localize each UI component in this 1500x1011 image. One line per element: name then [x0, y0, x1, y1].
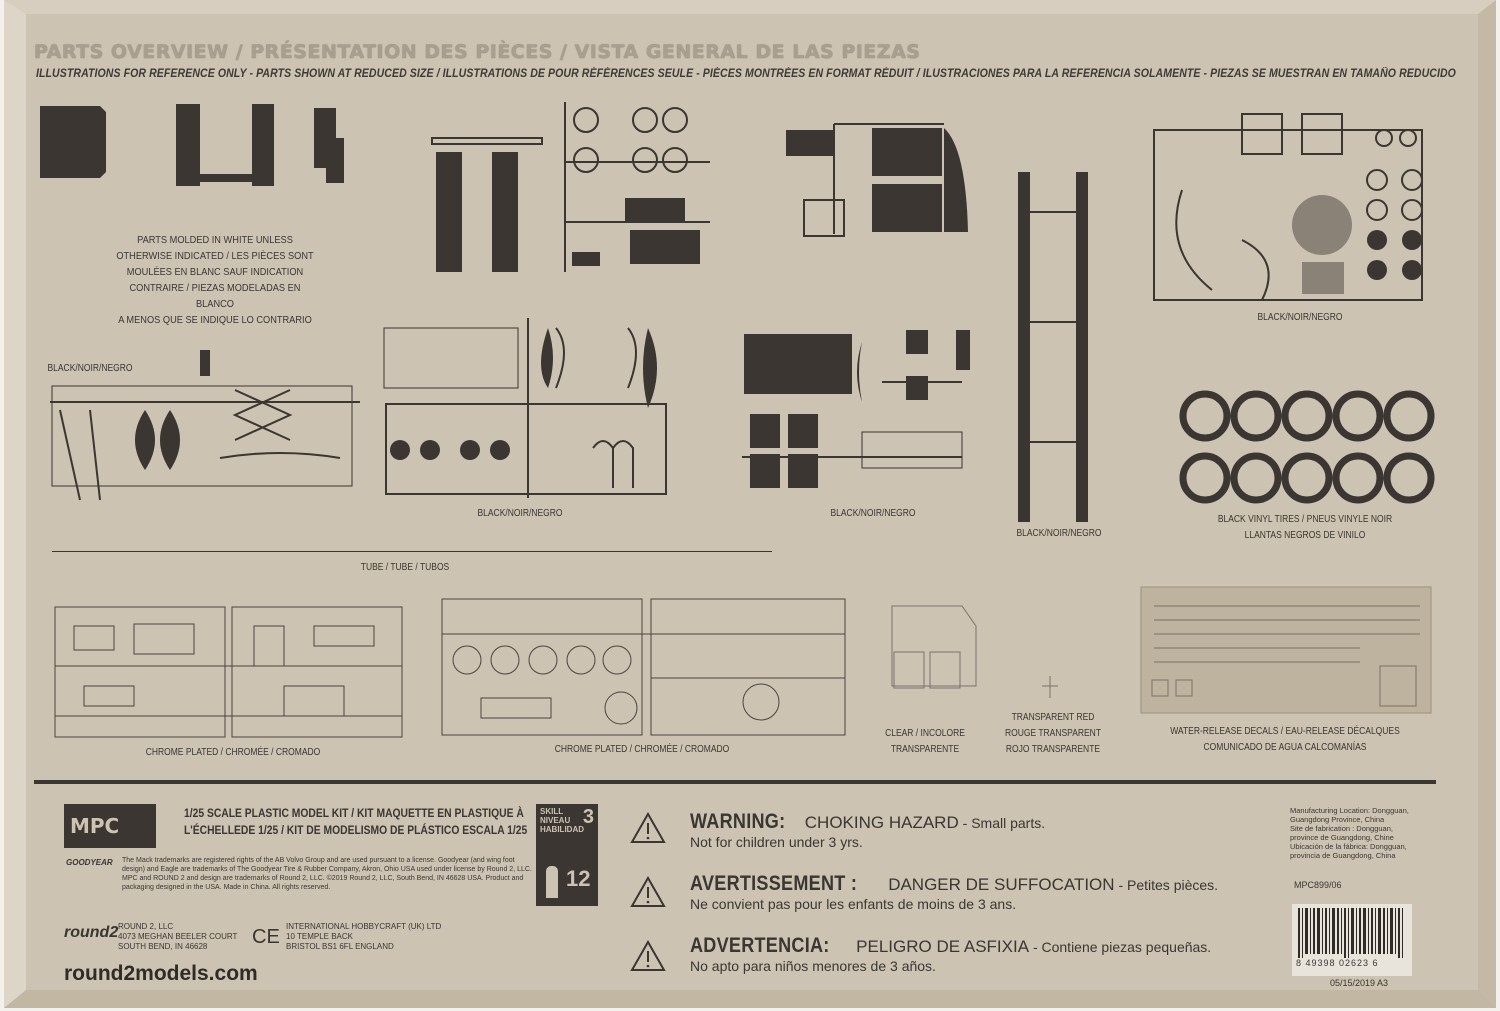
label-black-left: BLACK/NOIR/NEGRO — [47, 363, 133, 374]
round2-logo: round2 — [64, 924, 119, 941]
note-line-5: A MENOS QUE SE INDIQUE LO CONTRARIO — [118, 314, 312, 326]
warning-en-title: WARNING: — [690, 810, 786, 833]
label-black-centerright: BLACK/NOIR/NEGRO — [830, 508, 916, 519]
label-red-2: ROUGE TRANSPARENT — [1004, 728, 1102, 739]
age-number: 12 — [566, 866, 591, 891]
axle-sprue — [383, 318, 667, 498]
warning-triangle-en-icon — [630, 811, 666, 843]
label-clear-1: CLEAR / INCOLORE — [885, 728, 965, 739]
website[interactable]: round2models.com — [64, 962, 258, 985]
addr1-line1: ROUND 2, LLC — [118, 922, 174, 931]
mfg-line4: province de Guangdong, Chine — [1290, 833, 1394, 842]
mfg-line3: Site de fabrication : Dongguan, — [1290, 824, 1393, 833]
cab-interior-sprue — [1153, 113, 1423, 301]
product-code: MPC899/06 — [1294, 880, 1342, 890]
manufacturing-location: Manufacturing Location: Dongguan, Guangd… — [1290, 806, 1409, 860]
ce-mark: CE — [252, 926, 280, 948]
tube-divider — [52, 551, 772, 552]
bottom-divider — [34, 780, 1436, 784]
warning-en-sub: Not for children under 3 yrs. — [690, 834, 863, 850]
skill-level-badge: SKILL NIVEAU HABILIDAD 3 12 — [536, 804, 598, 906]
parts-overview-title: PARTS OVERVIEW / PRÉSENTATION DES PIÈCES… — [34, 41, 921, 63]
label-decals-2: COMUNICADO DE AGUA CALCOMANÍAS — [1203, 742, 1367, 753]
chrome-sprue-2 — [441, 598, 846, 736]
label-chrome-2: CHROME PLATED / CHROMÉE / CROMADO — [554, 744, 730, 755]
suspension-sprue — [50, 350, 360, 501]
cab-panel-parts — [40, 104, 344, 186]
barcode-bars — [1298, 908, 1403, 958]
mpc-logo-text: MPC — [70, 814, 120, 838]
addr2-line3: BRISTOL BS1 6FL ENGLAND — [286, 942, 394, 951]
skill-level-number: 3 — [582, 806, 594, 828]
mfg-line1: Manufacturing Location: Dongguan, — [1290, 806, 1409, 815]
addr1-line3: SOUTH BEND, IN 46628 — [118, 942, 208, 951]
mfg-line2: Guangdong Province, China — [1290, 815, 1385, 824]
label-red-3: ROJO TRANSPARENTE — [1005, 744, 1101, 755]
warning-fr-sub: Ne convient pas pour les enfants de moin… — [690, 896, 1017, 912]
vinyl-tires — [1179, 390, 1435, 504]
warning-es: ADVERTENCIA: PELIGRO DE ASFIXIA - Contie… — [690, 934, 1211, 974]
warning-en-small: - Small parts. — [958, 815, 1046, 831]
warning-triangle-es-icon — [630, 939, 666, 971]
addr2-line2: 10 TEMPLE BACK — [286, 932, 353, 941]
mfg-line5: Ubicación de la fábrica: Dongguan, — [1290, 842, 1407, 851]
frame-sprue-black — [431, 102, 710, 272]
label-tires-2: LLANTAS NEGROS DE VINILO — [1244, 530, 1366, 541]
scale-line-2: L'ÉCHELLEDE 1/25 / KIT DE MODELISMO DE P… — [184, 823, 528, 837]
label-tires-1: BLACK VINYL TIRES / PNEUS VINYLE NOIR — [1217, 514, 1393, 525]
barcode-number: 8 49398 02623 6 — [1296, 958, 1379, 968]
note-line-2: OTHERWISE INDICATED / LES PIÈCES SONT — [116, 250, 314, 262]
warning-triangle-fr-icon — [630, 875, 666, 907]
warning-es-hazard: PELIGRO DE ASFIXIA — [856, 937, 1030, 956]
warning-fr-small: - Petites pièces. — [1114, 877, 1219, 893]
note-line-3: MOULÉES EN BLANC SAUF INDICATION — [126, 266, 304, 278]
mpc-logo: MPC — [64, 804, 156, 848]
legal-text: The Mack trademarks are registered right… — [122, 857, 532, 891]
label-decals-1: WATER-RELEASE DECALS / EAU-RELEASE DÉCAL… — [1170, 726, 1400, 737]
mfg-line6: provincia de Guangdong, China — [1290, 851, 1396, 860]
warning-es-small: - Contiene piezas pequeñas. — [1029, 939, 1212, 955]
red-parts — [1042, 676, 1058, 698]
warning-fr-hazard: DANGER DE SUFFOCATION — [888, 875, 1115, 894]
label-tube: TUBE / TUBE / TUBOS — [360, 562, 450, 573]
uk-address: INTERNATIONAL HOBBYCRAFT (UK) LTD 10 TEM… — [286, 922, 441, 952]
note-line-4: CONTRAIRE / PIEZAS MODELADAS EN BLANCO — [129, 282, 301, 310]
warning-fr-title: AVERTISSEMENT : — [690, 872, 858, 895]
chassis-panel-sprue — [742, 330, 970, 488]
reference-subtitle: ILLUSTRATIONS FOR REFERENCE ONLY - PARTS… — [36, 68, 1456, 80]
age-icon — [546, 866, 558, 898]
warning-es-sub: No apto para niños menores de 3 años. — [690, 958, 936, 974]
warning-en-hazard: CHOKING HAZARD — [804, 813, 959, 832]
chrome-sprue-1 — [54, 606, 403, 738]
label-red-1: TRANSPARENT RED — [1011, 712, 1095, 723]
barcode: 8 49398 02623 6 — [1292, 904, 1412, 976]
label-chrome-1: CHROME PLATED / CHROMÉE / CROMADO — [145, 747, 321, 758]
scale-line-1: 1/25 SCALE PLASTIC MODEL KIT / KIT MAQUE… — [184, 806, 524, 820]
warning-es-title: ADVERTENCIA: — [690, 934, 830, 957]
frame-rails — [1018, 172, 1088, 522]
label-clear-2: TRANSPARENTE — [890, 744, 960, 755]
addr1-line2: 4073 MEGHAN BEELER COURT — [118, 932, 238, 941]
round2-address: ROUND 2, LLC 4073 MEGHAN BEELER COURT SO… — [118, 922, 237, 952]
warning-en: WARNING: CHOKING HAZARD - Small parts. N… — [690, 810, 1045, 850]
goodyear-logo: GOODYEAR — [66, 858, 113, 867]
warning-fr: AVERTISSEMENT : DANGER DE SUFFOCATION - … — [690, 872, 1218, 912]
grille-sprue — [786, 123, 968, 237]
note-line-1: PARTS MOLDED IN WHITE UNLESS — [137, 234, 293, 246]
decal-sheet — [1140, 586, 1432, 714]
molded-white-note: PARTS MOLDED IN WHITE UNLESS OTHERWISE I… — [114, 232, 316, 328]
label-black-center: BLACK/NOIR/NEGRO — [477, 508, 563, 519]
addr2-line1: INTERNATIONAL HOBBYCRAFT (UK) LTD — [286, 922, 442, 931]
print-date: 05/15/2019 A3 — [1330, 978, 1389, 988]
label-black-topright: BLACK/NOIR/NEGRO — [1257, 312, 1343, 323]
skill-label: SKILL NIVEAU HABILIDAD — [540, 807, 584, 834]
clear-parts — [891, 605, 977, 689]
label-black-rails: BLACK/NOIR/NEGRO — [1016, 528, 1102, 539]
